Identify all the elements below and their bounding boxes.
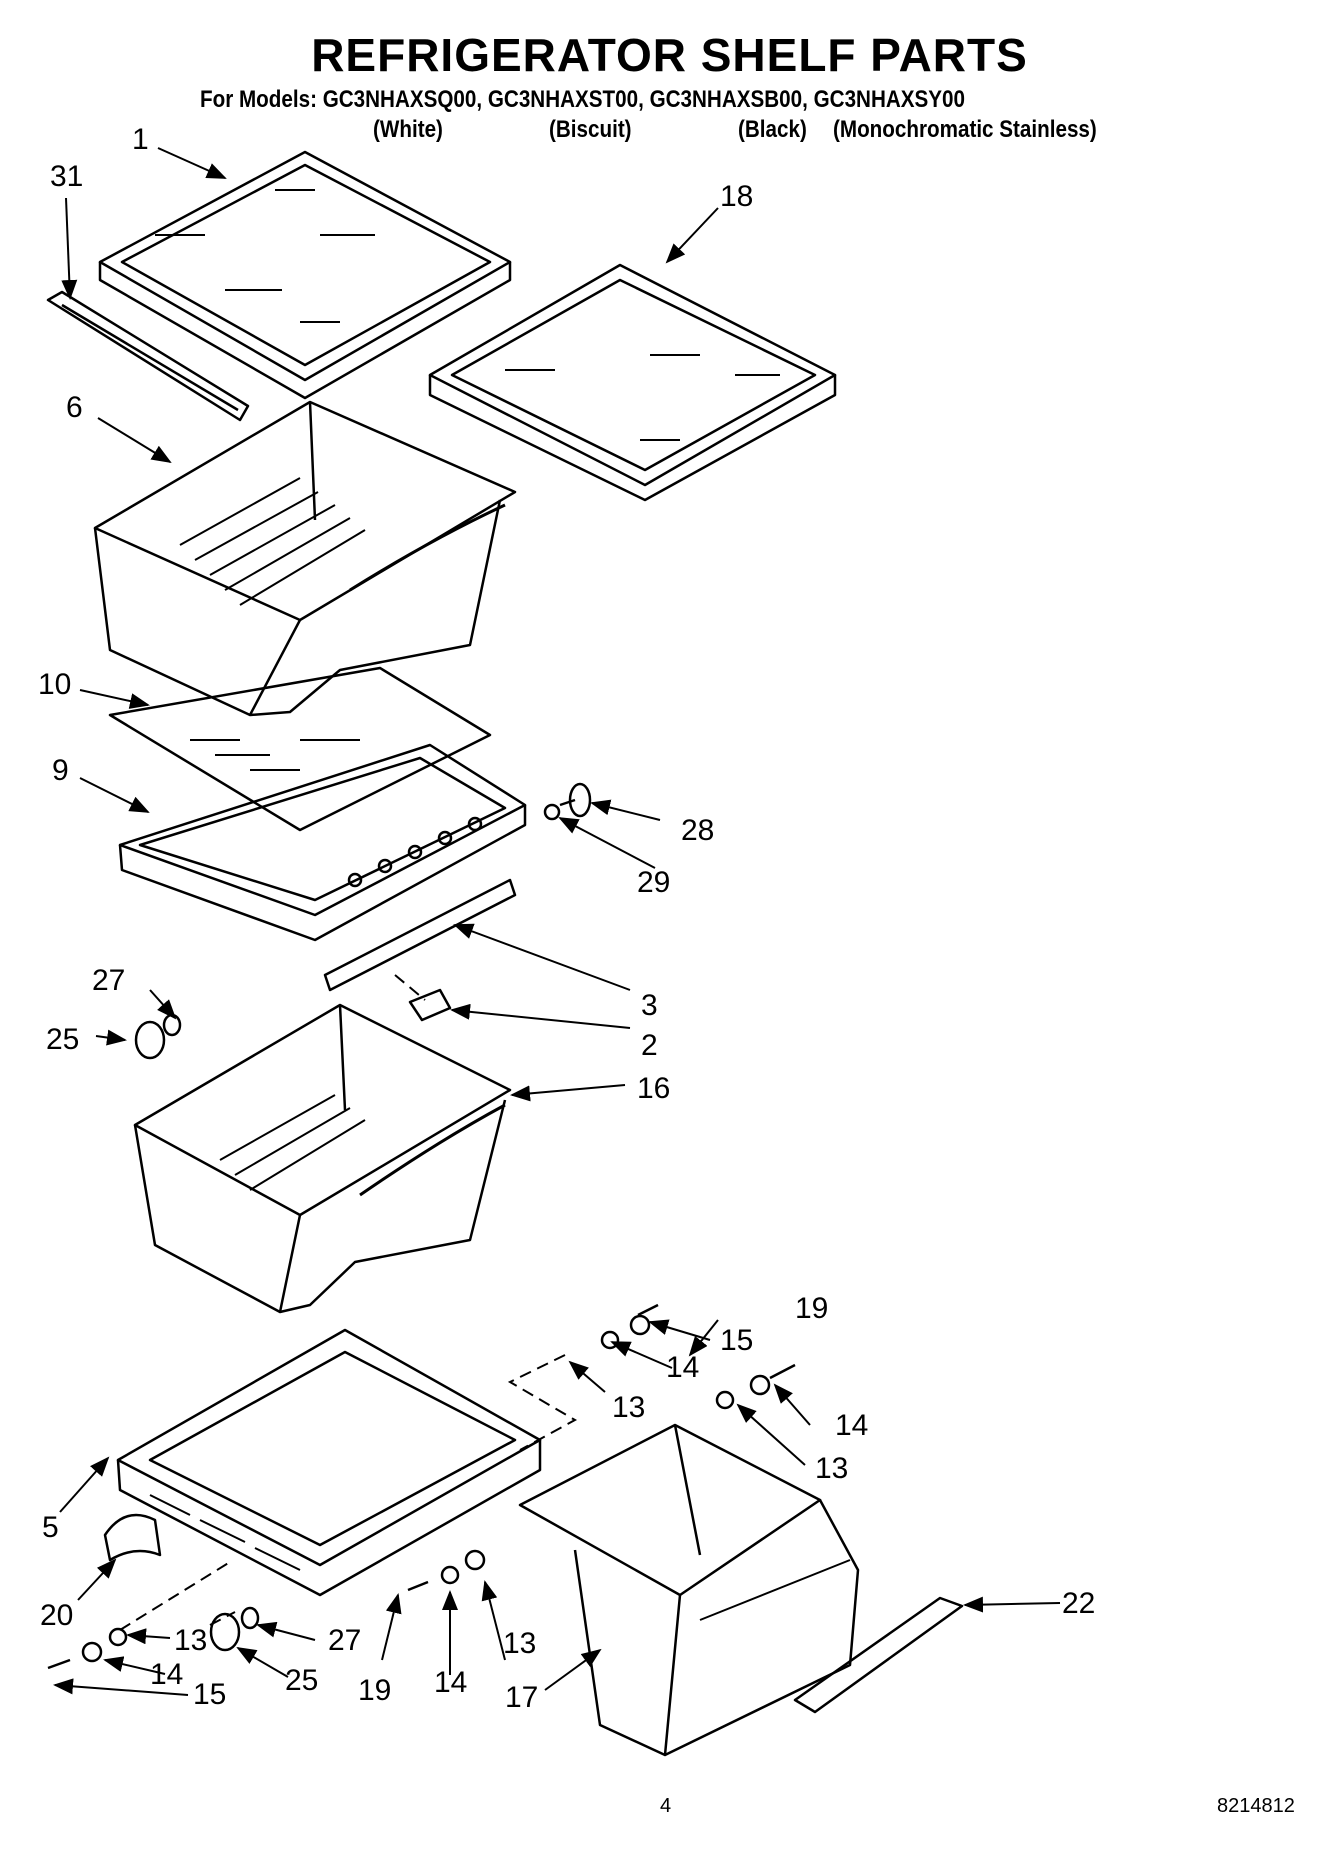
drawer-part-16 [133, 1003, 512, 1314]
variant-black: (Black) [738, 116, 807, 143]
callout-19-upper: 19 [795, 1292, 828, 1325]
variant-biscuit: (Biscuit) [549, 116, 632, 143]
callout-14-left: 14 [150, 1658, 183, 1691]
callout-18: 18 [720, 180, 753, 213]
roller-part-28 [559, 782, 592, 818]
callout-13-left: 13 [174, 1624, 207, 1657]
callout-5: 5 [42, 1511, 59, 1544]
callout-14-lower: 14 [434, 1666, 467, 1699]
callout-22: 22 [1062, 1587, 1095, 1620]
callout-2: 2 [641, 1029, 658, 1062]
callout-28: 28 [681, 814, 714, 847]
callout-27-upper: 27 [92, 964, 125, 997]
handle-part-22 [793, 1596, 964, 1714]
variant-stainless: (Monochromatic Stainless) [833, 116, 1097, 143]
models-line: For Models: GC3NHAXSQ00, GC3NHAXST00, GC… [200, 86, 966, 113]
callout-14-upper: 14 [666, 1351, 699, 1384]
wheel-part-25-upper [134, 1013, 182, 1060]
glass-part-10 [108, 666, 492, 832]
callout-25-lower: 25 [285, 1664, 318, 1697]
page-number: 4 [660, 1795, 672, 1817]
page-title: REFRIGERATOR SHELF PARTS [311, 29, 1028, 81]
drawer-part-17 [518, 1423, 860, 1757]
callout-6: 6 [66, 391, 83, 424]
bracket-part-3 [323, 878, 517, 992]
callout-17: 17 [505, 1681, 538, 1714]
callout-15-lower: 15 [193, 1678, 226, 1711]
callout-10: 10 [38, 668, 71, 701]
fasteners [47, 1303, 796, 1670]
callout-27-lower: 27 [328, 1624, 361, 1657]
tray-part-5 [116, 1328, 542, 1597]
callout-16: 16 [637, 1072, 670, 1105]
callout-13-right: 13 [815, 1452, 848, 1485]
callout-20: 20 [40, 1599, 73, 1632]
callout-13-lower: 13 [503, 1627, 536, 1660]
frame-part-9 [118, 743, 527, 942]
callout-9: 9 [52, 754, 69, 787]
callout-29: 29 [637, 866, 670, 899]
callout-14-right: 14 [835, 1409, 868, 1442]
callout-3: 3 [641, 989, 658, 1022]
variant-white: (White) [373, 116, 443, 143]
screw-part-29 [543, 803, 561, 821]
shelf-part-1 [98, 150, 512, 400]
clip-part-2 [408, 988, 452, 1022]
callout-19-lower: 19 [358, 1674, 391, 1707]
document-number: 8214812 [1217, 1795, 1295, 1817]
rail-part-31 [46, 290, 250, 422]
callout-13-upper: 13 [612, 1391, 645, 1424]
callout-15-upper: 15 [720, 1324, 753, 1357]
shelf-part-18 [428, 263, 837, 502]
callout-1: 1 [132, 123, 149, 156]
callout-25-upper: 25 [46, 1023, 79, 1056]
cap-part-20 [103, 1513, 162, 1562]
drawer-part-6 [93, 400, 517, 717]
callout-31: 31 [50, 160, 83, 193]
